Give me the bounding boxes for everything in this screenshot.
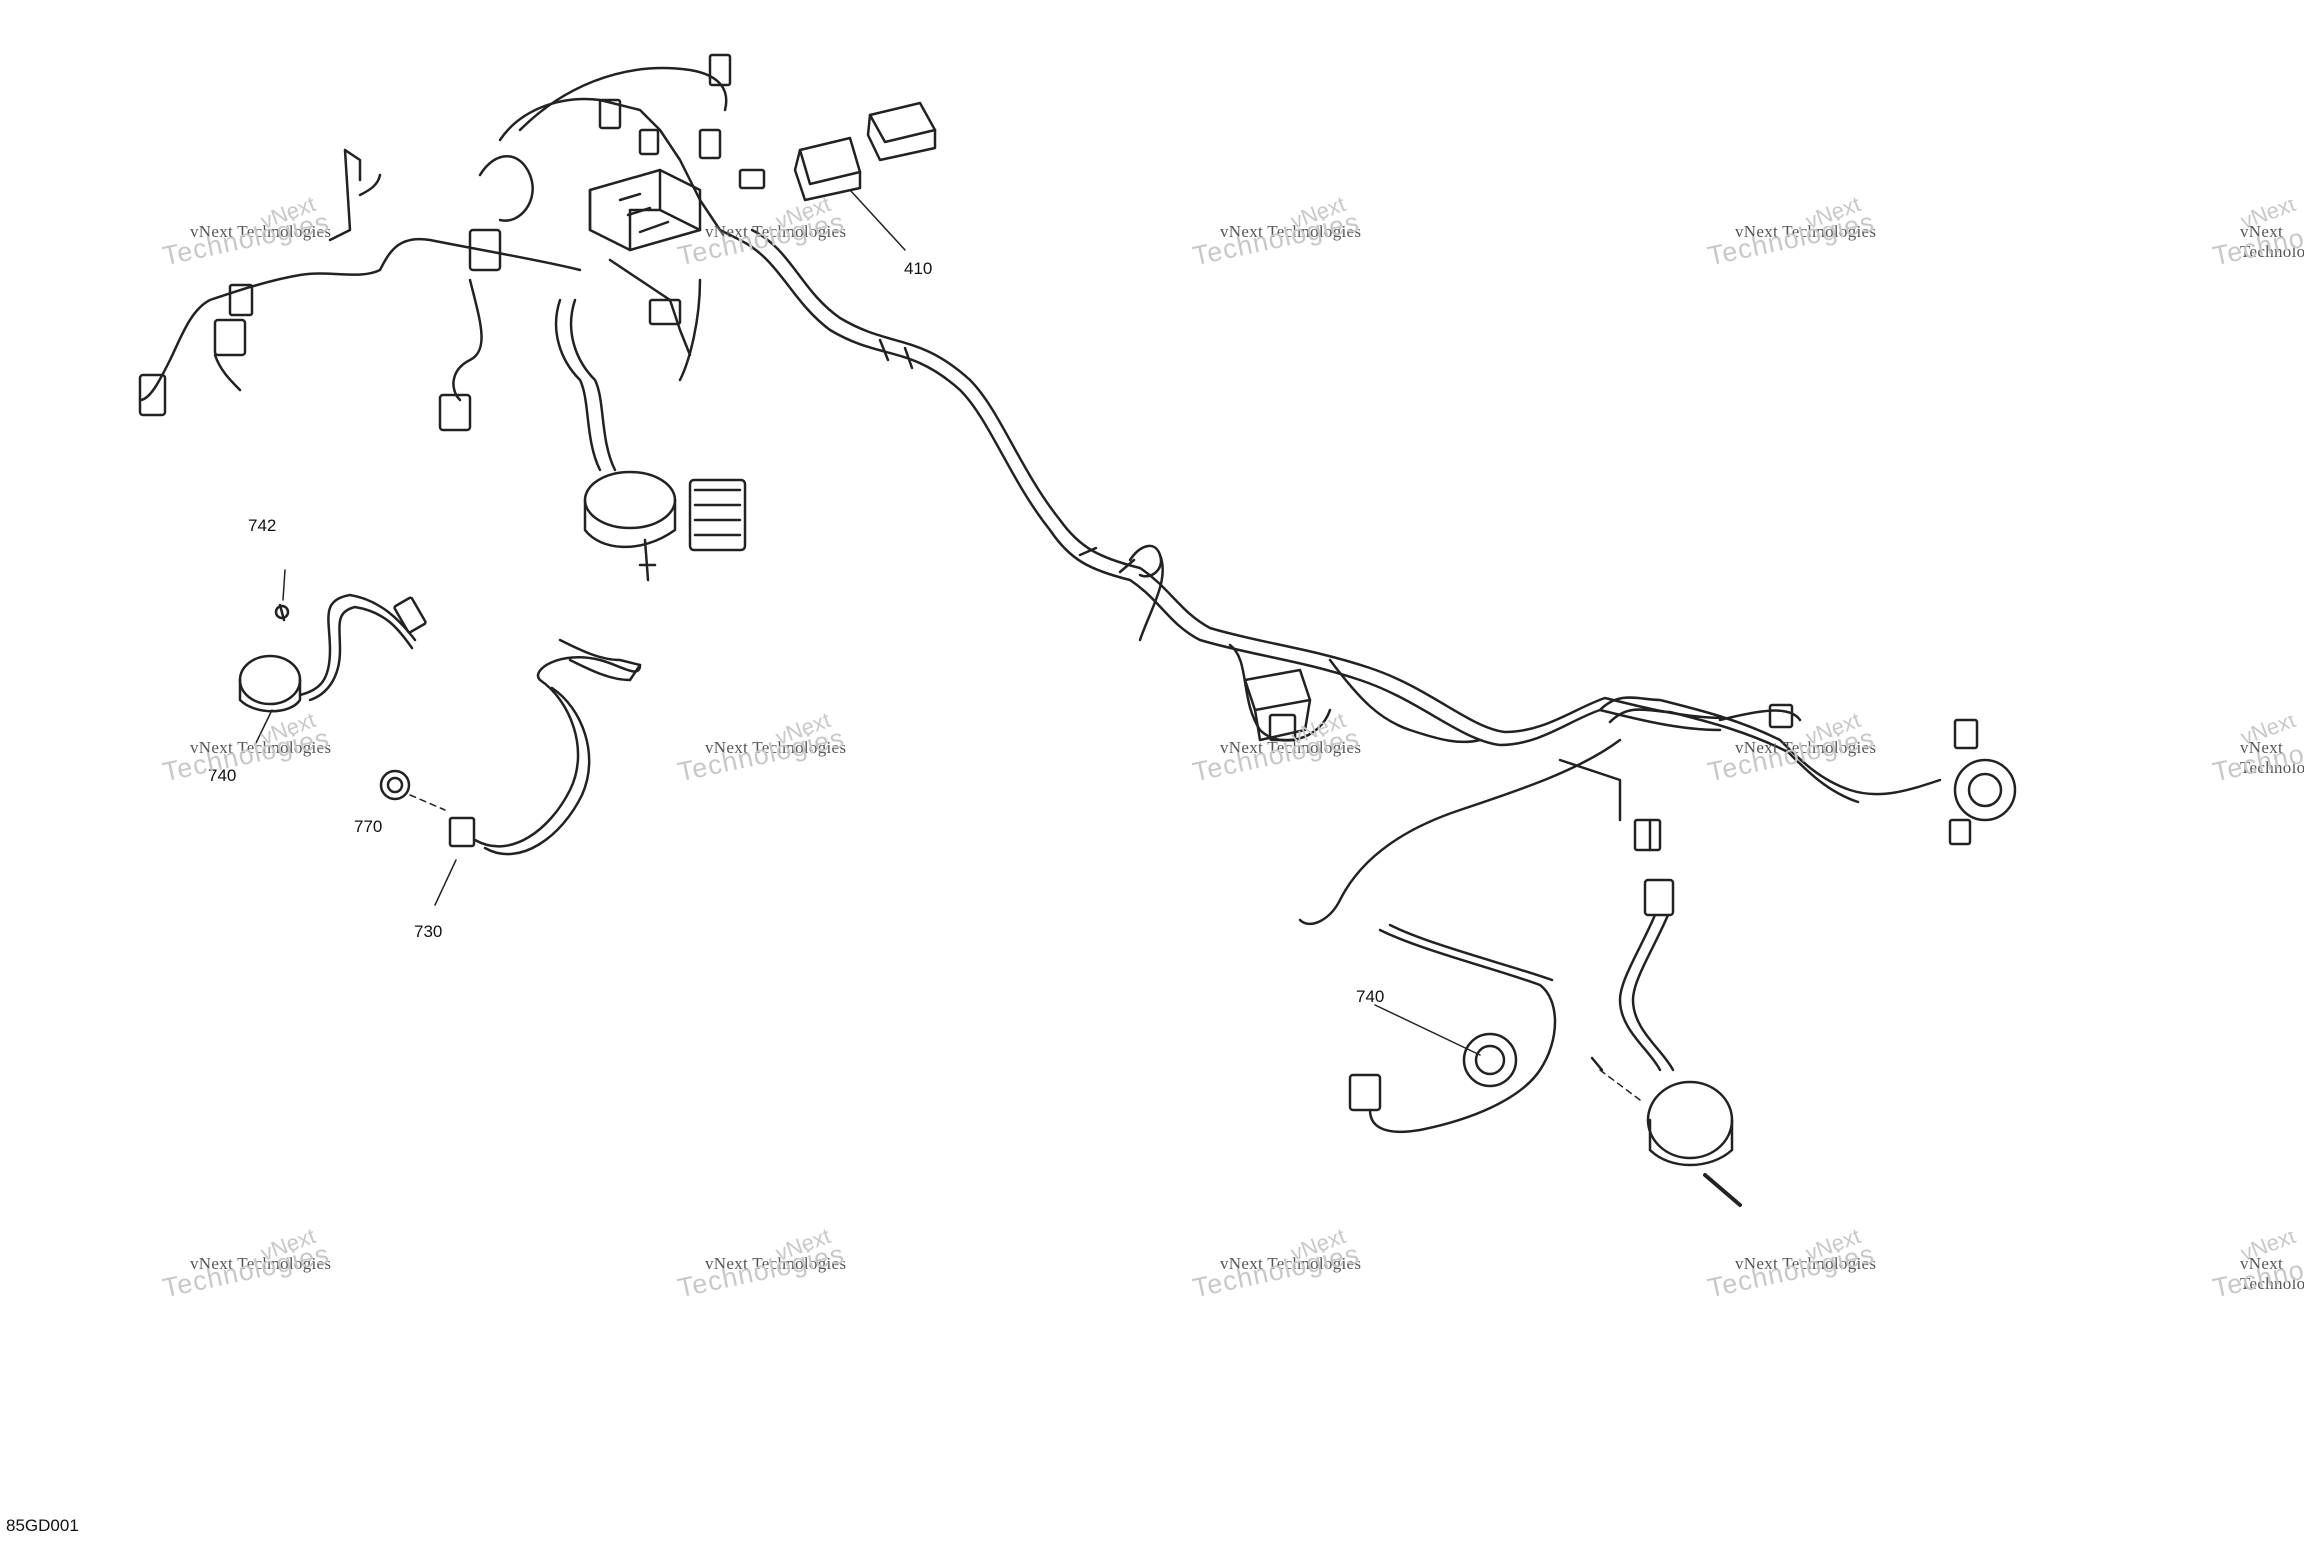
leader-line-740a <box>254 709 273 746</box>
right-harness-branch <box>1298 696 2017 1134</box>
main-harness-trunk <box>738 228 1727 747</box>
callout-740-left: 740 <box>208 766 237 785</box>
ecm-connector-cluster <box>468 53 766 472</box>
callout-742: 742 <box>248 516 277 535</box>
right-speed-sensor <box>1590 878 1742 1207</box>
left-harness-branch <box>138 148 582 432</box>
relay-pair <box>793 101 937 202</box>
starter-motor <box>583 470 747 582</box>
callout-740-right: 740 <box>1356 987 1385 1006</box>
junction-block <box>1128 544 1482 744</box>
callout-730: 730 <box>414 922 443 941</box>
leader-line-742 <box>282 569 286 601</box>
callout-770: 770 <box>354 817 383 836</box>
figure-code: 85GD001 <box>6 1516 79 1535</box>
leader-line-740b <box>1374 1004 1481 1056</box>
callout-410: 410 <box>904 259 933 278</box>
leader-line-410 <box>849 189 906 251</box>
left-loose-parts <box>238 593 642 856</box>
leader-line-730 <box>434 859 457 906</box>
